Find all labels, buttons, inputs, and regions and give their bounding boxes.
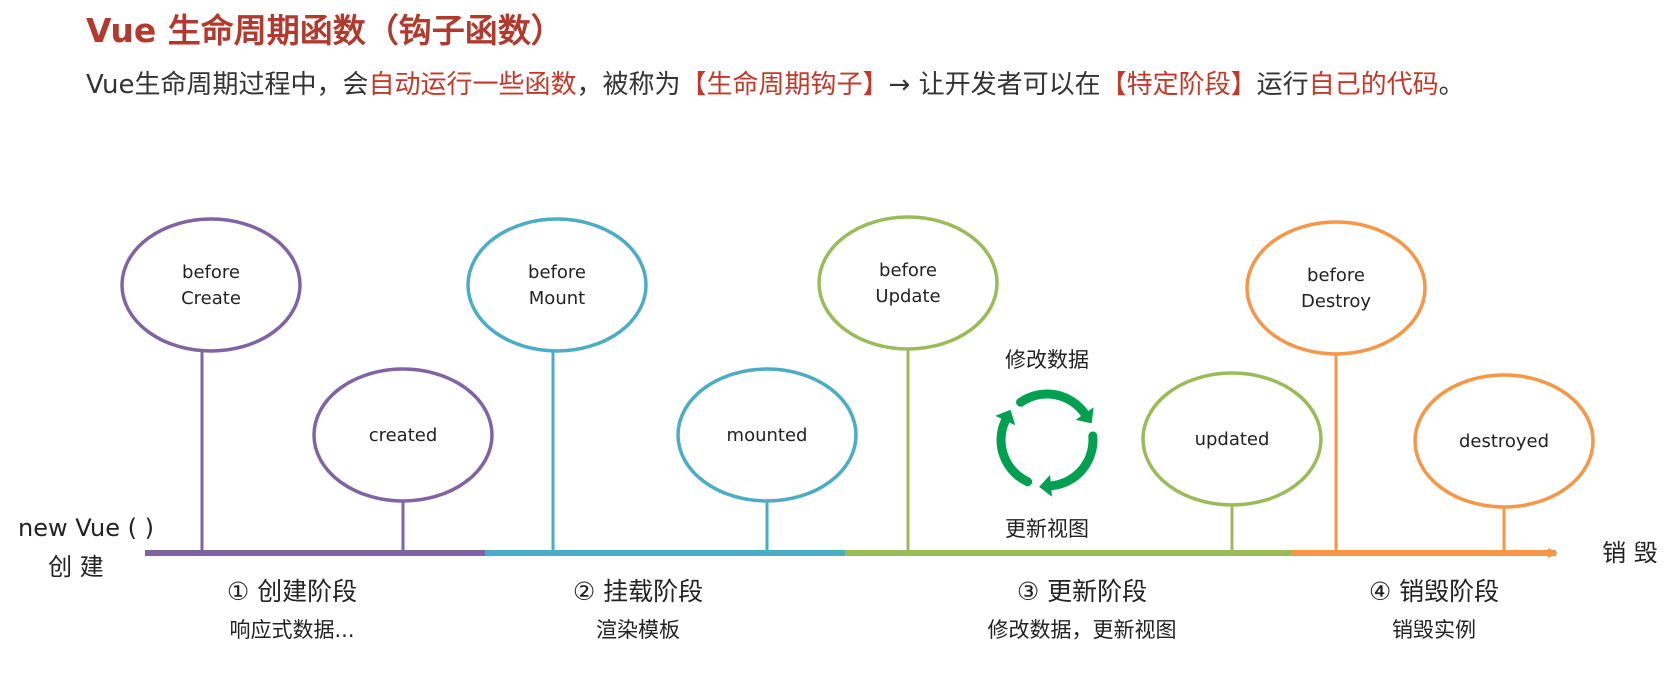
hook-ellipse [466,217,648,353]
refresh-cycle-icon [995,389,1098,497]
start-label-line2: 创 建 [48,553,104,581]
stage-title: ① 创建阶段 [227,577,357,606]
start-label-line1: new Vue ( ) [18,514,154,542]
cycle-arc [996,416,1033,487]
hook-label: Create [181,288,241,309]
hook-label: before [182,262,240,283]
hook-ellipse [312,367,494,503]
hook-label: mounted [727,425,808,446]
hook-ellipse [120,217,302,353]
end-label: 销 毁 [1602,539,1658,567]
update-cycle: 修改数据 更新视图 [995,348,1098,541]
subtitle-highlight: 自动运行一些函数 [368,70,577,100]
hook-ellipse [1245,220,1427,356]
cycle-bottom-label: 更新视图 [1005,517,1089,541]
cycle-arrowhead [1039,474,1052,497]
hook-label: before [528,262,586,283]
cycle-arrowhead [1075,407,1094,424]
cycle-top-label: 修改数据 [1005,348,1089,372]
subtitle-part: ，被称为 [576,70,681,100]
stage-create: ① 创建阶段响应式数据... [227,577,357,642]
hook-ellipse [676,367,858,503]
hook-mounted: mounted [676,367,858,553]
hook-label: before [879,260,937,281]
hook-label: Destroy [1301,291,1371,312]
hook-ellipse [1141,371,1323,507]
subtitle-part: 运行 [1256,70,1309,100]
hook-label: before [1307,265,1365,286]
page-subtitle: Vue生命周期过程中，会自动运行一些函数，被称为【生命周期钩子】→ 让开发者可以… [86,64,1465,101]
stage-desc: 修改数据，更新视图 [988,618,1177,642]
subtitle-part: 。 [1438,70,1465,100]
hook-label: Update [875,286,940,307]
hook-destroyed: destroyed [1413,373,1595,553]
stage-title: ② 挂载阶段 [573,577,703,606]
hook-label: updated [1195,429,1270,450]
hook-ellipse [1413,373,1595,509]
cycle-arrowhead [995,409,1016,426]
stage-desc: 响应式数据... [229,618,354,642]
stage-desc: 销毁实例 [1392,618,1476,642]
cycle-arc [1046,431,1098,491]
cycle-arc [1016,389,1090,419]
stage-desc: 渲染模板 [596,618,680,642]
hook-created: created [312,367,494,553]
stage-title: ④ 销毁阶段 [1369,577,1499,606]
hook-label: Mount [529,288,585,309]
hook-label: created [369,425,438,446]
hook-ellipse [817,215,999,351]
subtitle-part: Vue生命周期过程中，会 [86,70,369,100]
stage-title: ③ 更新阶段 [1017,577,1147,606]
subtitle-highlight: 【生命周期钩子】 [680,70,889,100]
page-title: Vue 生命周期函数（钩子函数） [86,11,564,50]
hook-updated: updated [1141,371,1323,553]
subtitle-part: → 让开发者可以在 [888,70,1101,100]
subtitle-highlight: 【特定阶段】 [1100,70,1257,100]
hook-label: destroyed [1459,431,1549,452]
subtitle-highlight: 自己的代码 [1308,70,1439,100]
